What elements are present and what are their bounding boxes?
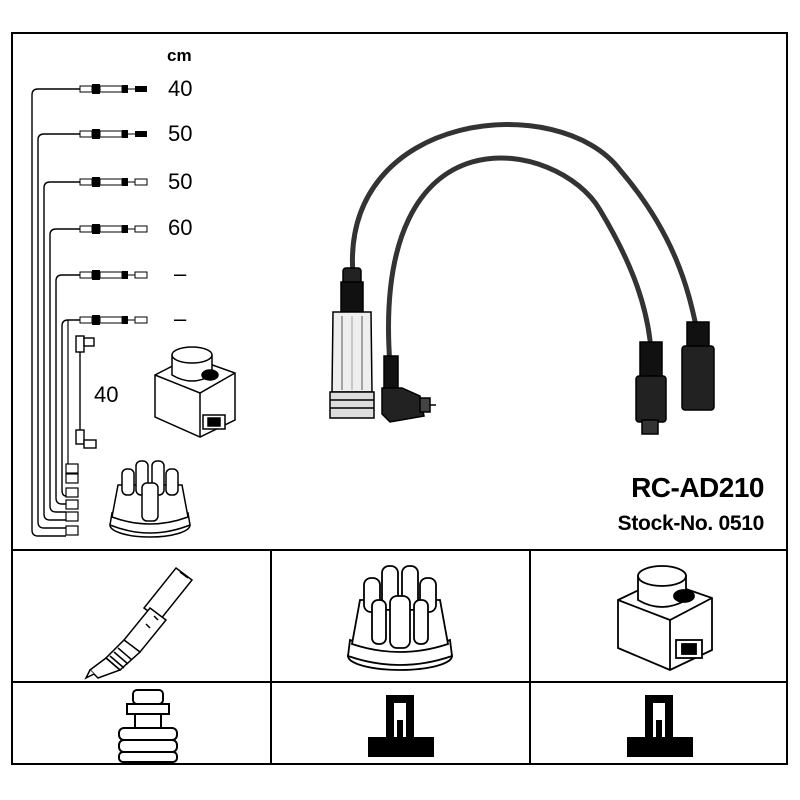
wire-connector-6 (79, 315, 148, 325)
wire-connector-60 (79, 224, 148, 234)
coil-terminal-icon (627, 695, 693, 757)
wire-length-5: – (174, 261, 187, 286)
wire-length-3: 50 (168, 169, 193, 194)
product-code: RC-AD210 (631, 472, 764, 503)
distributor-cap-icon (109, 460, 191, 538)
length-unit-label: cm (167, 46, 192, 65)
column-divider-1 (270, 549, 272, 765)
coil-end-boot (635, 341, 667, 435)
wire-set-schematic (31, 88, 80, 537)
wire-connector-50b (79, 177, 148, 187)
distributor-cap-icon (347, 565, 453, 671)
ignition-coil-icon (154, 346, 236, 438)
diagram-frame (11, 32, 788, 765)
plug-connector-icon (118, 689, 178, 763)
wire-connector-5 (79, 270, 148, 280)
divider-top (11, 549, 788, 551)
coil-lead (75, 335, 97, 449)
wire-connector-40 (79, 84, 147, 94)
distributor-terminals (65, 320, 79, 536)
ignition-cable-pair (350, 122, 700, 368)
cap-terminal-icon (368, 695, 434, 757)
straight-plug-boot (329, 267, 375, 419)
distributor-end-boot (681, 321, 715, 411)
column-divider-2 (529, 549, 531, 765)
wire-length-6: – (174, 306, 187, 331)
spark-plug-icon (84, 566, 194, 680)
wire-length-2: 50 (168, 121, 193, 146)
stock-number: Stock-No. 0510 (617, 512, 765, 535)
angled-plug-boot (381, 355, 436, 423)
ignition-coil-icon (617, 565, 713, 671)
coil-lead-length: 40 (94, 382, 119, 407)
wire-length-4: 60 (168, 215, 193, 240)
wire-connector-50a (79, 129, 147, 139)
wire-length-1: 40 (168, 76, 193, 101)
divider-bottom (11, 681, 788, 683)
